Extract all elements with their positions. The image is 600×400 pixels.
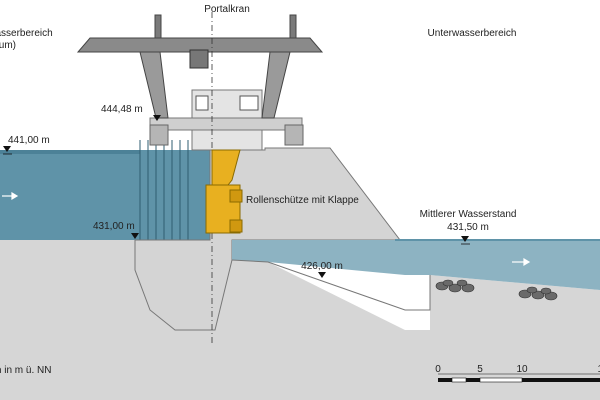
gate-house-window-right xyxy=(239,95,259,111)
roller-gate-with-flap xyxy=(205,149,243,234)
riprap-stones xyxy=(435,279,558,301)
level-marker-basin xyxy=(318,272,326,278)
deck-pier-right xyxy=(284,124,304,146)
flow-arrow-tailwater xyxy=(512,257,531,267)
label-headwater-paren: (Stauraum) xyxy=(0,40,16,51)
label-sill-level: 431,00 m xyxy=(93,221,135,232)
headwater-surface-highlight xyxy=(0,150,140,154)
label-basin-level: 426,00 m xyxy=(301,261,343,272)
label-unit-note: Höhen in m ü. NN xyxy=(0,365,51,376)
headwater-body xyxy=(0,150,210,240)
portal-crane xyxy=(76,14,324,119)
label-mean-level: 431,50 m xyxy=(447,222,489,233)
level-marker-mean xyxy=(461,236,470,245)
label-gate: Rollenschütze mit Klappe xyxy=(246,195,359,206)
level-marker-sill xyxy=(131,233,139,239)
stoplog-grid xyxy=(139,140,189,240)
label-crane: Portalkran xyxy=(204,4,250,15)
scale-tick-5: 5 xyxy=(477,364,483,375)
scale-tick-10: 10 xyxy=(516,364,528,375)
scale-tick-15: 15 xyxy=(597,364,600,375)
scale-tick-0: 0 xyxy=(435,364,441,375)
label-headwater-area: Oberwasserbereich xyxy=(0,28,53,39)
stilling-basin-outline xyxy=(231,259,431,311)
label-mean-level-title: Mittlerer Wasserstand xyxy=(420,209,517,220)
tailwater-body xyxy=(232,240,600,290)
level-marker-crane xyxy=(153,115,161,121)
flow-arrow-headwater xyxy=(2,191,19,201)
gate-house-window-left xyxy=(195,95,209,111)
label-crane-level: 444,48 m xyxy=(101,104,143,115)
level-marker-headwater xyxy=(3,146,12,155)
machine-deck xyxy=(149,117,303,131)
label-headwater-level: 441,00 m xyxy=(8,135,50,146)
deck-pier-left xyxy=(149,124,169,146)
scale-bar: 0 5 10 15 xyxy=(435,364,600,383)
label-tailwater-area: Unterwasserbereich xyxy=(428,28,517,39)
